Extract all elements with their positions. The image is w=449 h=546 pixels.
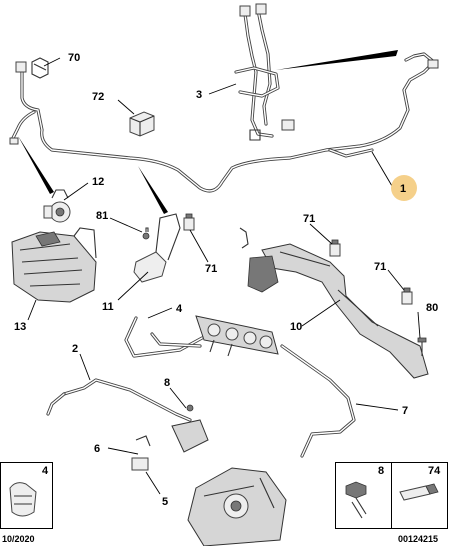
callout-1: 1 — [400, 183, 406, 195]
fuel-rail — [195, 315, 279, 357]
sensor-12 — [43, 189, 71, 223]
high-pressure-pump — [187, 467, 287, 546]
support-bracket-11 — [133, 213, 181, 283]
high-pressure-line-7 — [280, 344, 356, 458]
fuel-return-pipe — [9, 52, 439, 193]
callout-2: 2 — [72, 343, 78, 355]
callout-11: 11 — [102, 301, 114, 313]
clip-71-c — [401, 287, 413, 305]
callout-10: 10 — [290, 321, 302, 333]
highlight-marker — [391, 175, 417, 201]
inset-box-8: 8 — [335, 462, 392, 529]
inset-box-4: 4 — [0, 462, 53, 529]
mounting-bracket-10 — [239, 227, 429, 379]
clip-70 — [31, 57, 49, 79]
callout-12: 12 — [92, 176, 104, 188]
callout-72: 72 — [92, 91, 104, 103]
callout-7: 7 — [402, 405, 408, 417]
callouts: 70 72 3 1 12 81 71 71 71 11 13 10 80 4 2… — [14, 52, 438, 508]
callout-3: 3 — [196, 89, 202, 101]
callout-80: 80 — [426, 302, 438, 314]
clip-71-a — [183, 213, 195, 231]
inset-box-74: 74 — [391, 462, 448, 529]
footer-code: 00124215 — [398, 534, 438, 544]
callout-71-c: 71 — [374, 261, 386, 273]
screw-80 — [417, 337, 427, 356]
callout-81: 81 — [96, 210, 108, 222]
inset-box-8-label: 8 — [378, 465, 384, 477]
callout-13: 13 — [14, 321, 26, 333]
injection-line-2 — [46, 316, 204, 422]
leader-lines — [27, 57, 421, 495]
pressure-regulator — [131, 404, 209, 471]
callout-6: 6 — [94, 443, 100, 455]
callout-8: 8 — [164, 377, 170, 389]
bracket-72 — [129, 111, 155, 137]
inset-box-4-label: 4 — [42, 465, 49, 477]
pointer-wedges — [18, 50, 398, 214]
filter-housing-13 — [11, 227, 97, 303]
footer-date: 10/2020 — [2, 534, 35, 544]
callout-5: 5 — [162, 496, 168, 508]
clip-71-b — [329, 239, 341, 257]
upper-fuel-line-assembly — [234, 3, 295, 141]
callout-71-a: 71 — [205, 263, 217, 275]
inset-box-74-label: 74 — [428, 465, 441, 477]
callout-4: 4 — [176, 303, 183, 315]
callout-71-b: 71 — [303, 213, 315, 225]
callout-70: 70 — [68, 52, 80, 64]
